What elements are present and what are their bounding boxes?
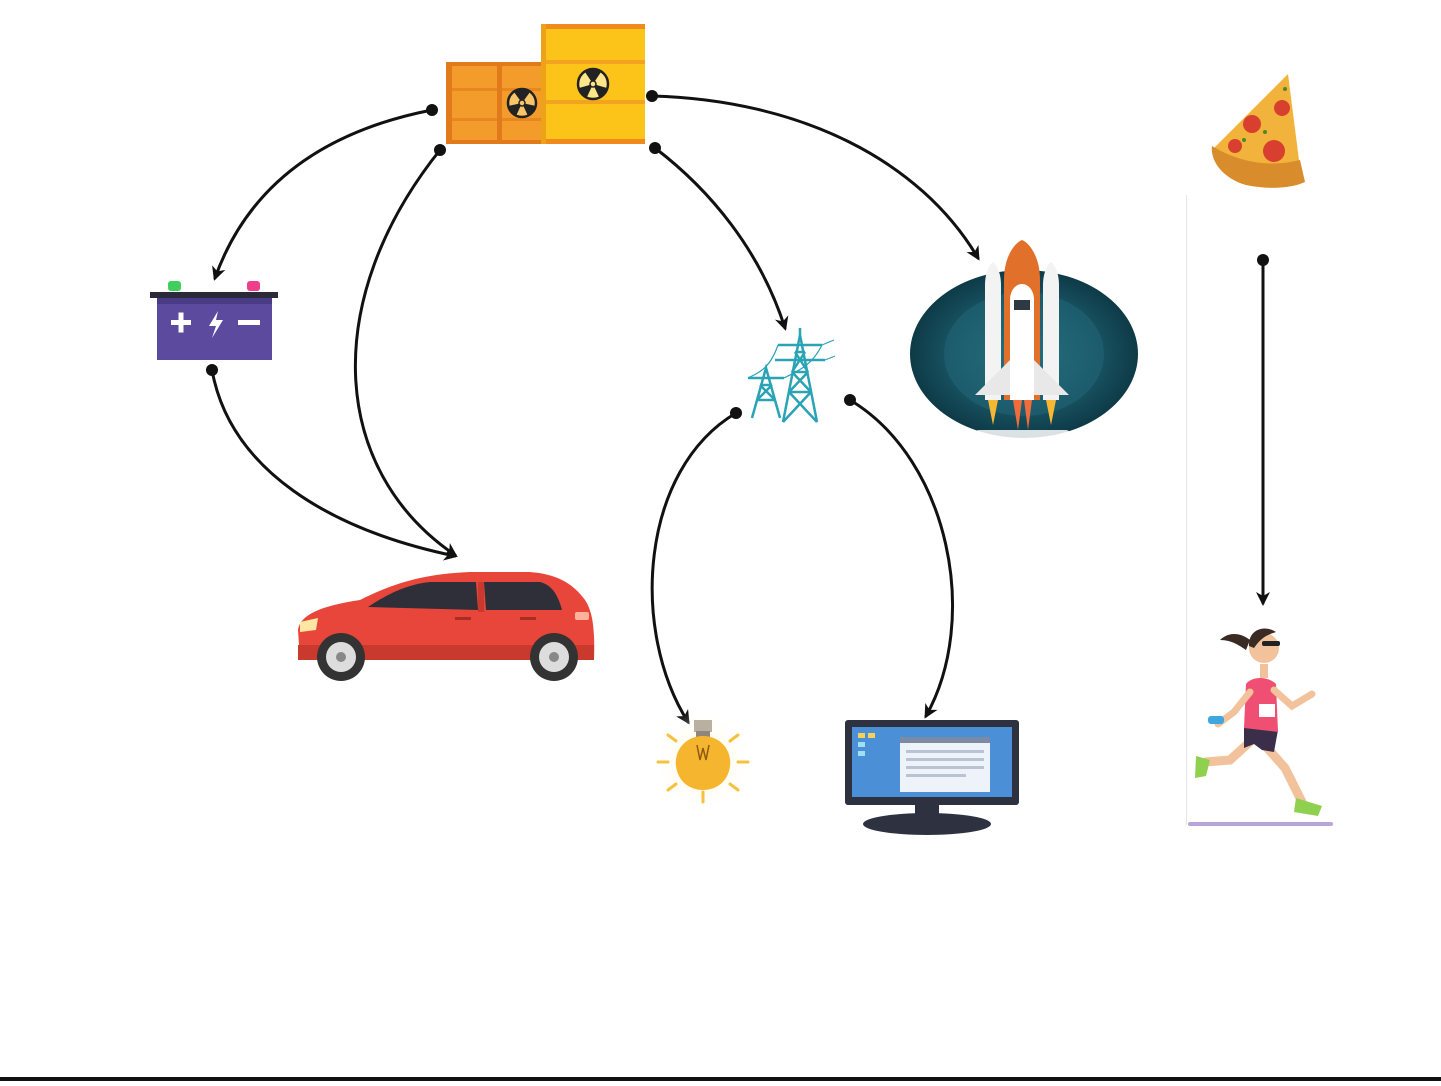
bottom-rule: [0, 1077, 1441, 1081]
radioactive-barrels-icon: [446, 24, 645, 144]
runner-icon: [1188, 628, 1333, 826]
arrow-fuel-to-car: [355, 144, 455, 555]
arrow-grid-to-bulb: [652, 407, 742, 722]
car-icon: [298, 572, 594, 681]
arrow-fuel-to-power-grid: [649, 142, 785, 328]
space-shuttle-icon: [910, 240, 1138, 438]
arrow-battery-to-car: [206, 364, 455, 556]
arrow-grid-to-computer: [844, 394, 953, 716]
battery-icon: [150, 281, 278, 360]
computer-monitor-icon: [845, 720, 1019, 835]
light-bulb-icon: [651, 710, 755, 814]
arrow-fuel-to-rocket: [646, 90, 978, 258]
section-divider: [1186, 195, 1187, 825]
pizza-slice-icon: [1212, 74, 1305, 188]
arrow-fuel-to-battery: [215, 104, 438, 278]
arrow-pizza-to-runner: [1257, 254, 1269, 603]
power-pylon-icon: [748, 328, 835, 422]
